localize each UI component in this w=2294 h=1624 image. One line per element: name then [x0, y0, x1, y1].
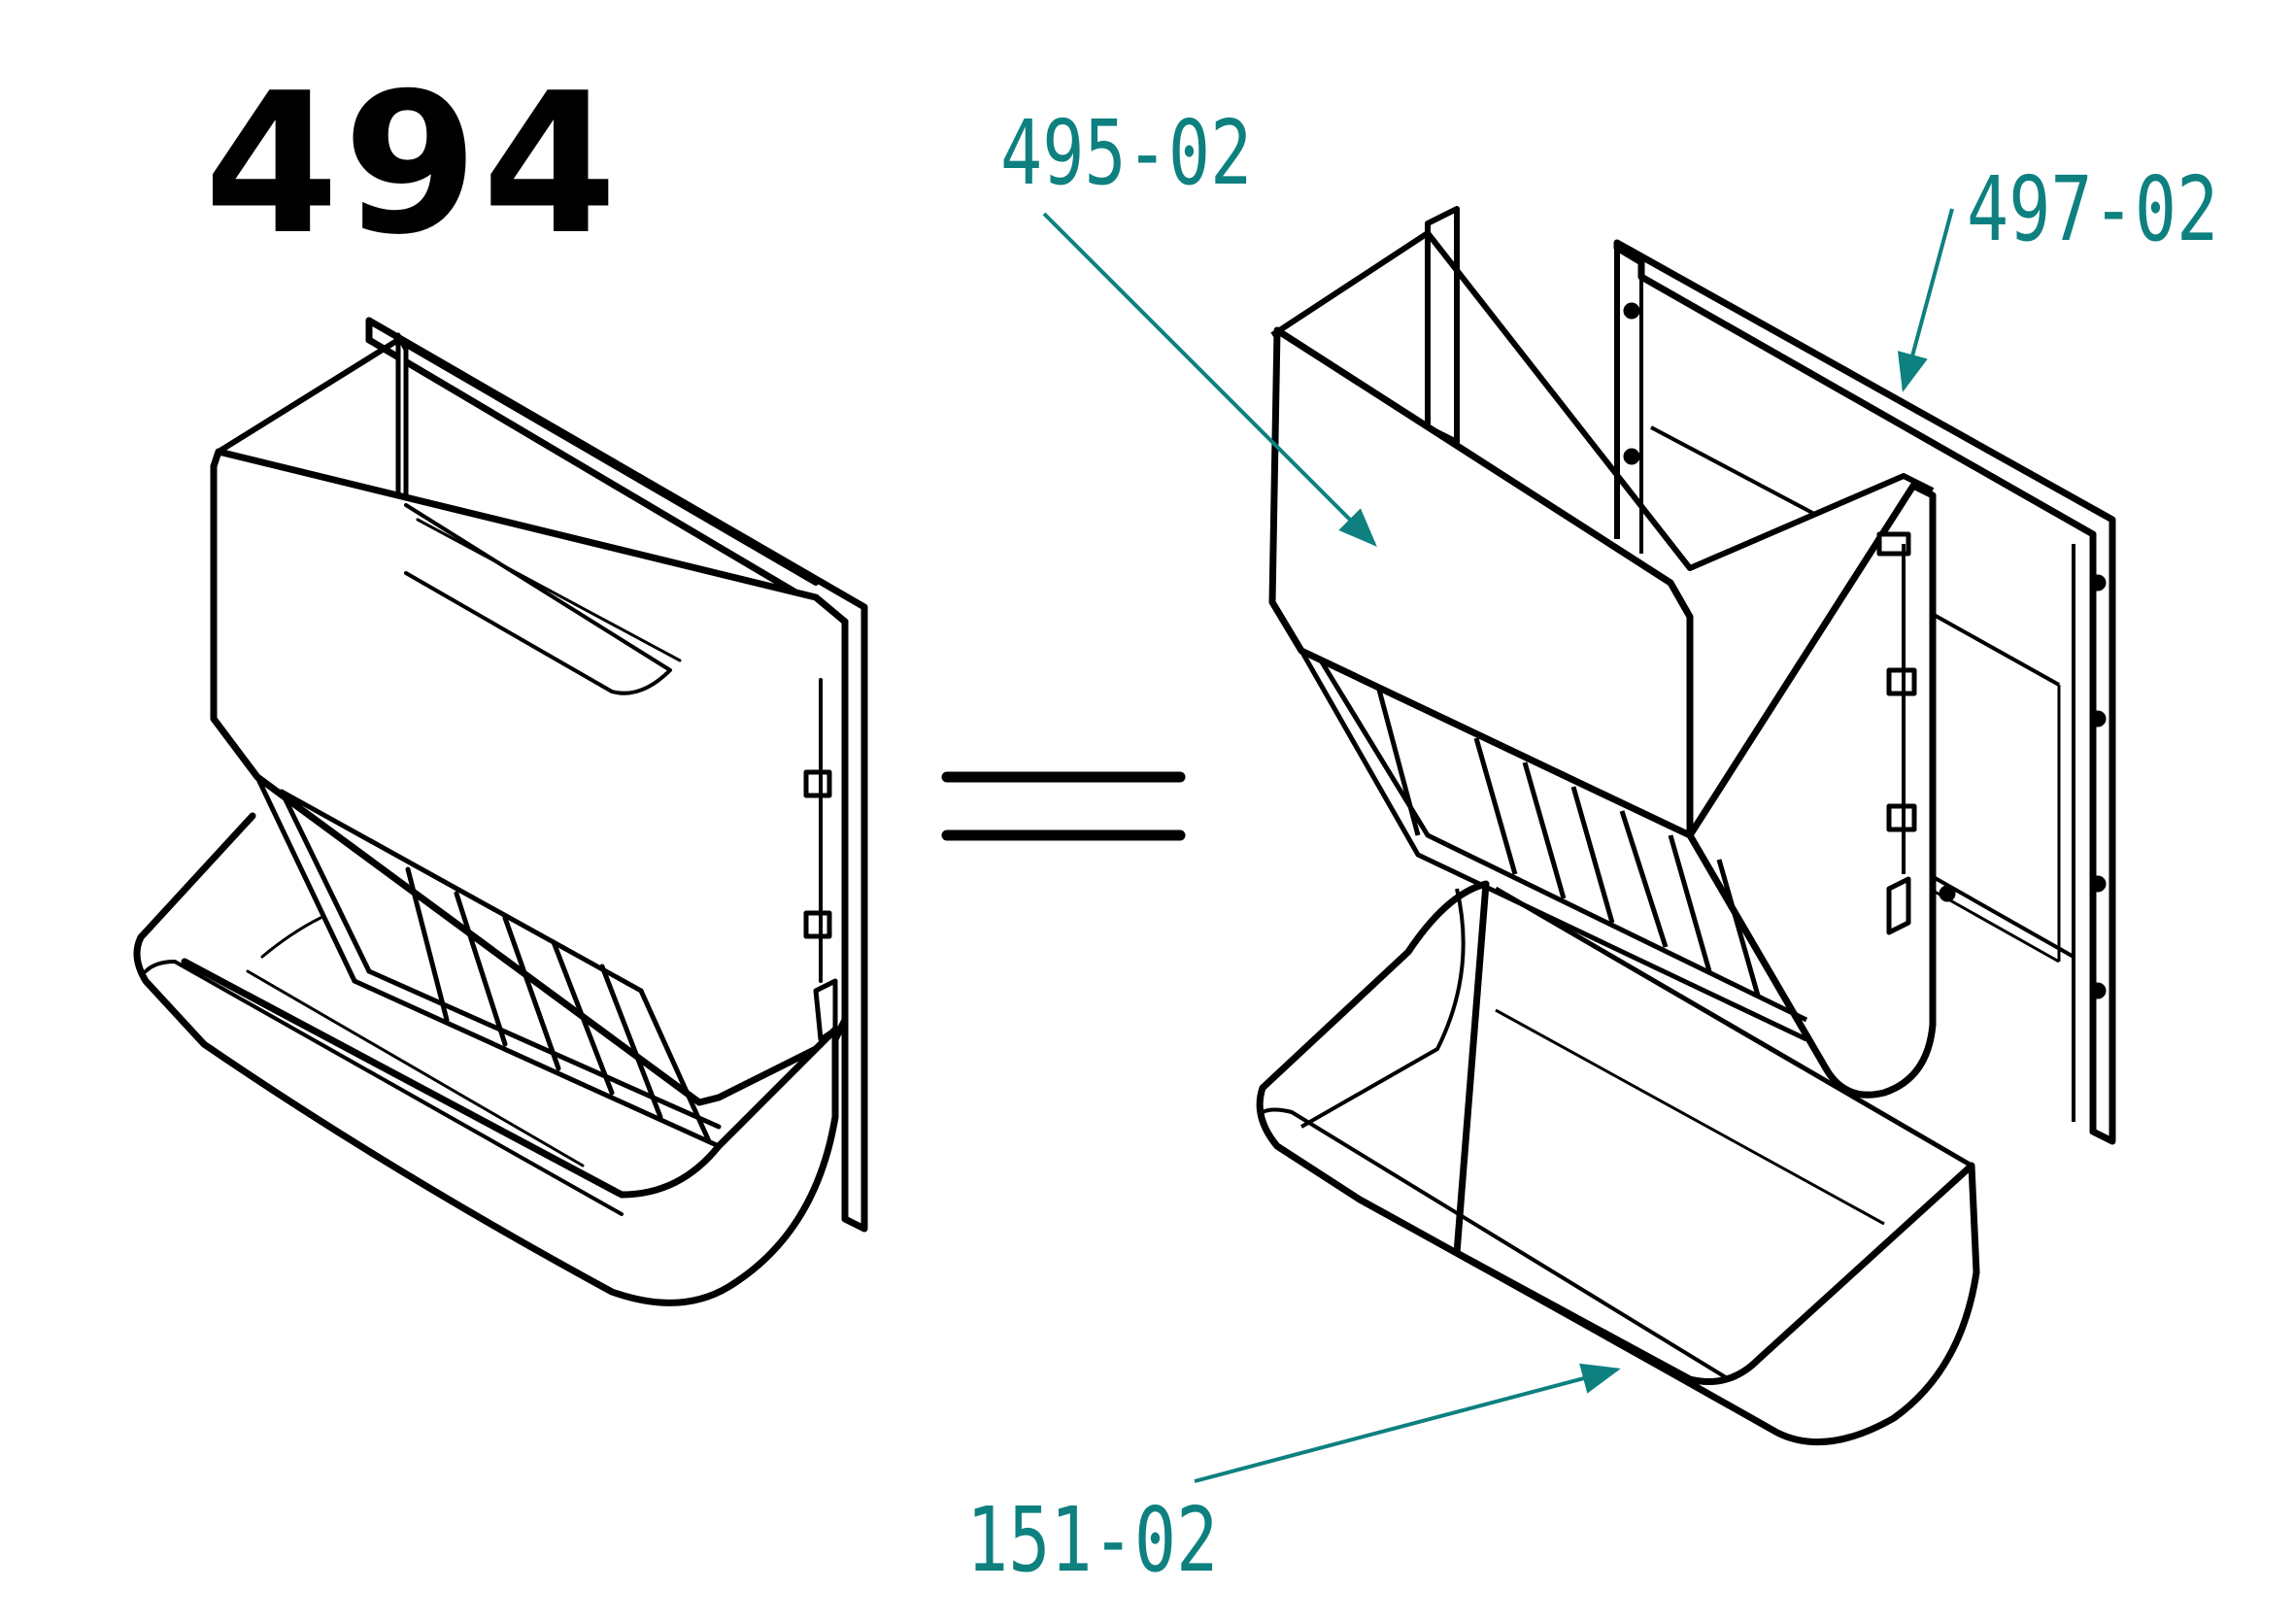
lug-2-left: [803, 910, 832, 939]
equals-sign: [941, 771, 1186, 841]
hook-left: [813, 978, 838, 1042]
part-label-151-02: 151-02: [966, 1488, 1219, 1592]
hopper-top-rim-left: [216, 337, 819, 586]
callout-leaders: [1042, 208, 1954, 1483]
leader-497-02: [1897, 208, 1954, 392]
back-plate-497: [1613, 239, 2116, 1145]
assembly-number: 494: [204, 51, 622, 278]
part-label-497-02: 497-02: [1967, 157, 2219, 261]
leader-495-02: [1042, 212, 1377, 547]
hopper-inner-lip-left: [404, 503, 672, 695]
leader-151-02: [1194, 1363, 1621, 1483]
trough-151: [1256, 880, 1980, 1446]
hopper-taper-left: [211, 716, 722, 1105]
lug-1-left: [803, 769, 832, 798]
trough-left: [133, 812, 839, 1306]
hopper-495: [1268, 206, 1937, 1099]
assembled-feeder: [133, 317, 868, 1306]
grille-left: [254, 774, 722, 1149]
grille-495: [1299, 649, 1808, 1042]
part-label-495-02: 495-02: [1000, 101, 1253, 205]
